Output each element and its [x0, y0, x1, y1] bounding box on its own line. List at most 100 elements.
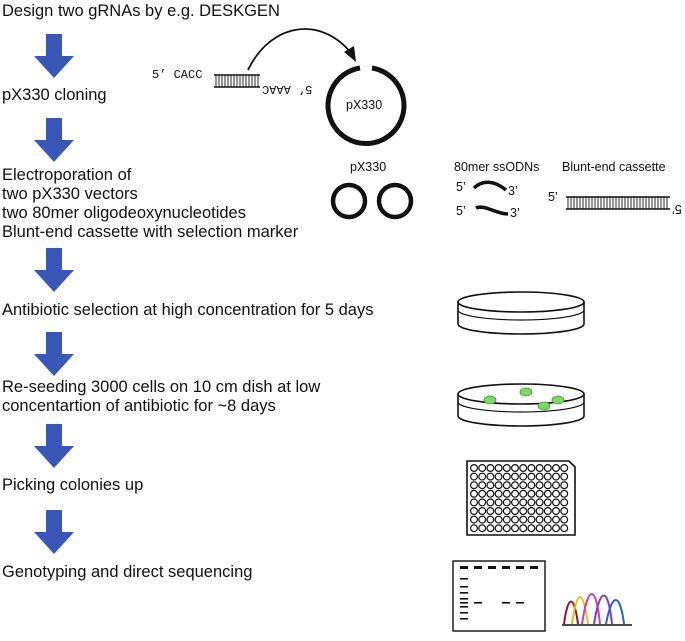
plate-well [494, 515, 503, 524]
ladder-band [460, 602, 468, 604]
step-line: two pX330 vectors [2, 185, 138, 203]
plate-well [560, 472, 569, 481]
step-px330-cloning: pX330 cloning [2, 86, 107, 105]
plate-well [560, 524, 569, 533]
blunt-end-cassette-icon [566, 196, 670, 210]
colony-icon [483, 395, 497, 405]
plate-well [486, 472, 495, 481]
plate-well [510, 481, 519, 490]
plate-well [502, 498, 511, 507]
ssodn-strand-icon [475, 205, 509, 216]
colony-icon [519, 387, 533, 397]
gel-well [474, 566, 482, 569]
plate-well [478, 515, 487, 524]
plate-well [535, 481, 544, 490]
plate-well [543, 463, 552, 473]
plate-well [478, 524, 487, 533]
ssodn-bottom-5-prime: 5’ [456, 204, 466, 218]
plate-well [519, 506, 528, 515]
plate-well [486, 524, 495, 533]
sample-band [516, 602, 524, 604]
ladder-band [460, 578, 468, 580]
step-line: Antibiotic selection at high concentrati… [2, 301, 374, 319]
step-line: Electroporation of [2, 166, 132, 184]
plate-well [543, 498, 552, 507]
plate-well [510, 498, 519, 507]
grna-duplex-icon [214, 74, 260, 88]
plate-well [502, 515, 511, 524]
plate-well [478, 472, 487, 481]
plate-well [543, 524, 552, 533]
plate-well [560, 506, 569, 515]
sequencing-chromatogram-icon [562, 593, 632, 626]
plasmid-label: pX330 [346, 98, 383, 112]
step-line: concentartion of antibiotic for ~8 days [2, 397, 276, 415]
step-line: Re-seeding 3000 cells on 10 cm dish at l… [2, 378, 321, 396]
plate-well [535, 506, 544, 515]
plate-well [494, 489, 503, 498]
plate-well [551, 498, 560, 507]
gel-well [488, 566, 496, 569]
plate-well [527, 489, 536, 498]
plate-well [469, 524, 479, 533]
plate-well [519, 481, 528, 490]
plate-well [510, 506, 519, 515]
chromatogram-peak [593, 594, 613, 625]
plate-well [478, 506, 487, 515]
plate-well [527, 515, 536, 524]
plate-well [502, 481, 511, 490]
plate-well [510, 515, 519, 524]
cassette-label: Blunt-end cassette [562, 160, 666, 174]
plate-well [560, 481, 569, 490]
colony-icon [537, 401, 551, 411]
petri-dish-colonies-icon [457, 383, 585, 427]
ssodn-top-3-prime: 3’ [508, 184, 518, 198]
gel-well [530, 566, 538, 569]
plate-well [527, 506, 536, 515]
ladder-band [460, 592, 468, 594]
grna-top-strand-label: 5’ CACC [152, 68, 203, 82]
plate-well [519, 498, 528, 507]
plate-well [519, 472, 528, 481]
plate-well [551, 524, 560, 533]
step-line: Picking colonies up [2, 476, 144, 494]
plate-well [486, 506, 495, 515]
plate-well [494, 463, 503, 473]
ladder-band [460, 612, 468, 614]
petri-dish-icon [457, 291, 585, 335]
cassette-right-5-prime: 5’ [672, 202, 682, 216]
plate-well [560, 489, 569, 498]
plate-well [543, 481, 552, 490]
plate-well [535, 515, 544, 524]
plate-well [469, 463, 479, 473]
plate-well [486, 463, 495, 473]
plate-well [510, 524, 519, 533]
plate-well [560, 498, 569, 507]
step-antibiotic-selection: Antibiotic selection at high concentrati… [2, 301, 373, 320]
plate-well [551, 506, 560, 515]
colony-icon [551, 395, 565, 405]
chromatogram-peak [563, 600, 579, 625]
sample-band [474, 602, 482, 604]
plate-well [502, 463, 511, 473]
gel-electrophoresis-icon [452, 560, 546, 632]
plate-well [494, 481, 503, 490]
plate-well [527, 472, 536, 481]
plate-well [494, 472, 503, 481]
step-line: Genotyping and direct sequencing [2, 563, 253, 581]
plate-well [543, 489, 552, 498]
plate-well [486, 481, 495, 490]
plate-well [527, 481, 536, 490]
down-arrow-icon [34, 248, 74, 292]
plate-well [535, 498, 544, 507]
plate-well [551, 515, 560, 524]
grna-bottom-strand-label: 5’ AAAC [262, 82, 313, 96]
chromatogram-peak [571, 596, 589, 625]
plate-well [551, 463, 560, 473]
px330-vector-icon [376, 182, 414, 220]
plate-well [519, 524, 528, 533]
plate-well [535, 463, 544, 473]
plate-well [494, 498, 503, 507]
down-arrow-icon [34, 332, 74, 376]
